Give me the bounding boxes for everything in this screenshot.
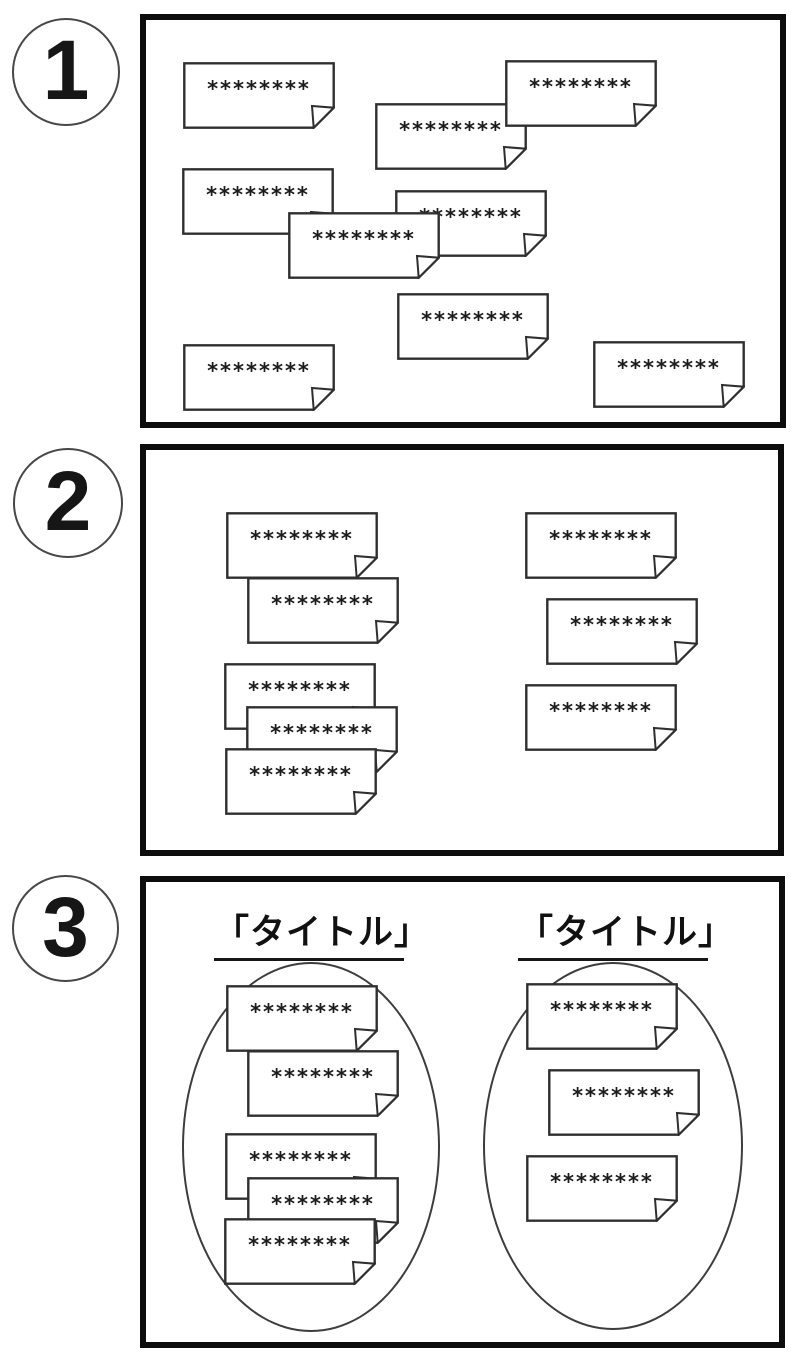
sticky-note: ********: [247, 577, 399, 644]
step-2-badge: 2: [13, 448, 123, 558]
note-text: ********: [249, 1148, 353, 1172]
note-fold-corner: [632, 102, 657, 127]
note-text: ********: [529, 75, 633, 99]
note-text: ********: [207, 359, 311, 383]
sticky-note: ********: [505, 60, 657, 127]
note-text: ********: [550, 1170, 654, 1194]
note-text: ********: [617, 356, 721, 380]
note-fold-corner: [351, 1260, 376, 1285]
sticky-note: ********: [183, 62, 335, 129]
note-fold-corner: [374, 1219, 399, 1244]
sticky-note: ********: [546, 598, 698, 665]
note-text: ********: [399, 118, 503, 142]
sticky-note: ********: [375, 103, 527, 170]
note-text: ********: [206, 183, 310, 207]
step-1-badge: 1: [12, 18, 120, 126]
sticky-note: ********: [247, 1050, 399, 1117]
sticky-note: ********: [225, 748, 377, 815]
step-1-panel-scattered-notes: ****************************************…: [140, 14, 786, 428]
note-text: ********: [271, 592, 375, 616]
note-fold-corner: [373, 748, 398, 773]
note-fold-corner: [675, 1111, 700, 1136]
note-text: ********: [549, 527, 653, 551]
sticky-note: ********: [526, 983, 678, 1050]
note-fold-corner: [720, 383, 745, 408]
note-fold-corner: [673, 640, 698, 665]
note-fold-corner: [374, 1092, 399, 1117]
sticky-note: ********: [288, 212, 440, 279]
note-text: ********: [312, 227, 416, 251]
note-fold-corner: [310, 104, 335, 129]
note-text: ********: [250, 527, 354, 551]
note-fold-corner: [374, 619, 399, 644]
note-text: ********: [248, 1233, 352, 1257]
note-fold-corner: [652, 554, 677, 579]
sticky-note: ********: [226, 512, 378, 579]
note-fold-corner: [522, 232, 547, 257]
note-text: ********: [271, 1192, 375, 1216]
step-3-panel-titled-groups: 「タイトル」 「タイトル」 ******** ******** ******** **…: [140, 876, 785, 1348]
note-text: ********: [550, 998, 654, 1022]
note-fold-corner: [524, 335, 549, 360]
note-text: ********: [270, 721, 374, 745]
sticky-note: ********: [397, 293, 549, 360]
note-text: ********: [271, 1065, 375, 1089]
note-fold-corner: [353, 1027, 378, 1052]
step-3-number: 3: [42, 879, 89, 974]
note-fold-corner: [502, 145, 527, 170]
step-1-number: 1: [42, 23, 90, 117]
note-text: ********: [570, 613, 674, 637]
note-text: ********: [572, 1084, 676, 1108]
group-title-right: 「タイトル」: [518, 904, 733, 961]
note-text: ********: [249, 763, 353, 787]
group-ellipse-left: [182, 962, 440, 1332]
note-fold-corner: [653, 1197, 678, 1222]
note-fold-corner: [310, 386, 335, 411]
note-text: ********: [250, 1000, 354, 1024]
note-fold-corner: [653, 1025, 678, 1050]
note-text: ********: [207, 77, 311, 101]
sticky-note: ********: [593, 341, 745, 408]
note-text: ********: [421, 308, 525, 332]
note-text: ********: [248, 678, 352, 702]
sticky-note: ********: [224, 1218, 376, 1285]
sticky-note: ********: [226, 985, 378, 1052]
group-title-left: 「タイトル」: [214, 904, 429, 961]
note-fold-corner: [415, 254, 440, 279]
step-2-panel-grouped-notes: ******** ******** ******** ******** ********…: [140, 444, 784, 856]
note-text: ********: [549, 699, 653, 723]
sticky-note: ********: [548, 1069, 700, 1136]
sticky-note: ********: [525, 512, 677, 579]
sticky-note: ********: [525, 684, 677, 751]
note-fold-corner: [652, 726, 677, 751]
note-fold-corner: [352, 790, 377, 815]
step-2-number: 2: [44, 454, 92, 548]
sticky-note: ********: [183, 344, 335, 411]
group-ellipse-right: [483, 962, 743, 1330]
step-3-badge: 3: [12, 875, 119, 982]
sticky-note: ********: [526, 1155, 678, 1222]
note-fold-corner: [353, 554, 378, 579]
